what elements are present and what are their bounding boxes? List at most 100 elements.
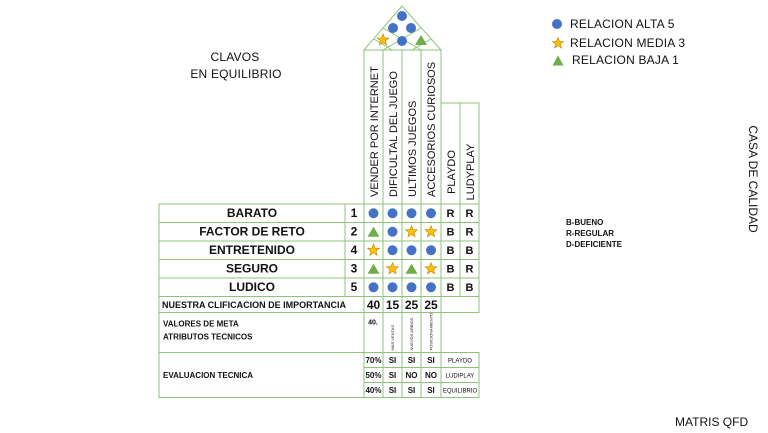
rating-letter: R	[466, 227, 474, 239]
rating-letter: R	[466, 264, 474, 276]
triangle-icon	[405, 263, 418, 274]
triangle-icon	[552, 55, 564, 65]
evaluation-value: 70%	[365, 356, 381, 365]
legend: RELACION ALTA 5 RELACION MEDIA 3 RELACIO…	[552, 14, 752, 70]
legend-item-medium: RELACION MEDIA 3	[552, 35, 685, 51]
legend-label-medium: RELACION MEDIA 3	[570, 36, 686, 50]
column-header-label: VENDER POR INTERNET	[369, 66, 381, 197]
circle-icon	[387, 226, 398, 237]
star-icon	[404, 224, 419, 238]
roof-triangle-icon	[415, 35, 427, 45]
row-label: ENTRETENIDO	[209, 243, 295, 257]
circle-icon	[406, 282, 417, 293]
importance-value: 40	[367, 298, 381, 312]
row-label: BARATO	[227, 206, 277, 220]
importance-value: 25	[424, 298, 438, 312]
rating-letter: B	[447, 264, 455, 276]
rating-letter: B	[447, 227, 455, 239]
roof-circle-icon	[406, 23, 416, 33]
rating-letter: B	[466, 245, 474, 257]
rating-letter: B	[466, 282, 474, 294]
rating-key-regular: R-REGULAR	[566, 229, 614, 238]
importance-label: NUESTRA CLIFICACION DE IMPORTANCIA	[162, 300, 346, 310]
evaluation-value: SI	[427, 386, 435, 395]
footer-label: MATRIS QFD	[675, 415, 749, 429]
circle-icon	[368, 282, 379, 293]
evaluation-name: LUDIPLAY	[446, 374, 475, 380]
evaluation-value: SI	[427, 356, 435, 365]
rating-key-deficient: D-DEFICIENTE	[566, 240, 622, 249]
circle-icon	[426, 282, 436, 293]
legend-item-high: RELACION ALTA 5	[552, 16, 675, 32]
evaluation-value: SI	[389, 386, 397, 395]
circle-icon	[368, 208, 379, 219]
importance-empty-cell	[440, 296, 480, 313]
evaluation-value: SI	[408, 356, 416, 365]
row-weight: 5	[351, 280, 358, 294]
triangle-icon	[367, 226, 380, 237]
evaluation-name: EQUILIBRIO	[443, 389, 478, 395]
evaluation-value: 40%	[365, 386, 381, 395]
star-icon	[385, 261, 400, 275]
circle-icon	[406, 208, 417, 219]
importance-value: 25	[405, 298, 419, 312]
rating-letter: B	[447, 245, 455, 257]
target-cell	[363, 312, 384, 353]
targets-label-line2: ATRIBUTOS TECNICOS	[163, 333, 253, 342]
legend-label-high: RELACION ALTA 5	[570, 17, 675, 31]
column-header-label: ACCESORIOS CURIOSOS	[426, 62, 438, 197]
target-value: POSICIONAMIENTO	[429, 313, 434, 351]
targets-label-line1: VALORES DE META	[163, 320, 239, 329]
evaluation-value: SI	[389, 371, 397, 380]
triangle-icon	[367, 263, 380, 274]
evaluation-value: 50%	[365, 371, 381, 380]
circle-icon	[406, 245, 417, 256]
column-header-label: ULTIMOS JUEGOS	[407, 101, 419, 197]
target-value: NUEVOS ARBIOS	[409, 317, 414, 350]
target-value: 40.	[368, 320, 378, 327]
circle-icon	[552, 19, 562, 29]
rating-letter: R	[447, 208, 455, 220]
evaluation-value: SI	[408, 386, 416, 395]
circle-icon	[426, 245, 436, 256]
evaluation-name-cell	[440, 382, 480, 398]
importance-value: 15	[386, 298, 400, 312]
circle-icon	[426, 208, 436, 219]
circle-icon	[387, 282, 398, 293]
star-icon	[366, 243, 381, 257]
evaluation-label: EVALUACION TECNICA	[163, 371, 253, 380]
row-label: LUDICO	[229, 280, 275, 294]
row-label: SEGURO	[226, 262, 278, 276]
circle-icon	[387, 245, 398, 256]
roof-diagonal	[373, 38, 393, 51]
evaluation-name: PLAYDO	[448, 359, 472, 365]
roof-circle-icon	[388, 23, 398, 33]
legend-label-low: RELACION BAJA 1	[572, 53, 680, 67]
evaluation-value: NO	[406, 371, 418, 380]
row-weight: 2	[351, 225, 358, 239]
row-weight: 3	[351, 262, 358, 276]
roof-circle-icon	[397, 11, 407, 21]
diagram-title-line2: EN EQUILIBRIO	[190, 67, 282, 81]
row-weight: 4	[351, 243, 358, 257]
roof-circle-icon	[397, 36, 407, 46]
competitor-header-label: PLAYDO	[446, 150, 458, 194]
evaluation-value: SI	[389, 356, 397, 365]
circle-icon	[387, 208, 398, 219]
rating-key-good: B-BUENO	[566, 218, 604, 227]
row-label: FACTOR DE RETO	[199, 225, 305, 239]
star-icon	[552, 37, 564, 49]
evaluation-value: NO	[425, 371, 437, 380]
rating-letter: B	[447, 282, 455, 294]
target-value: MAS VENTAS	[390, 325, 395, 351]
star-icon	[424, 261, 438, 275]
rating-key: B-BUENO R-REGULAR D-DEFICIENTE	[566, 217, 622, 250]
competitor-header-label: LUDYPLAY	[465, 143, 477, 200]
column-header-label: DIFICULTAL DEL JUEGO	[388, 71, 400, 197]
rating-letter: R	[466, 208, 474, 220]
star-icon	[424, 224, 438, 238]
row-weight: 1	[351, 206, 358, 220]
roof-star-icon	[376, 32, 390, 46]
diagram-title-line1: CLAVOS	[210, 50, 260, 64]
